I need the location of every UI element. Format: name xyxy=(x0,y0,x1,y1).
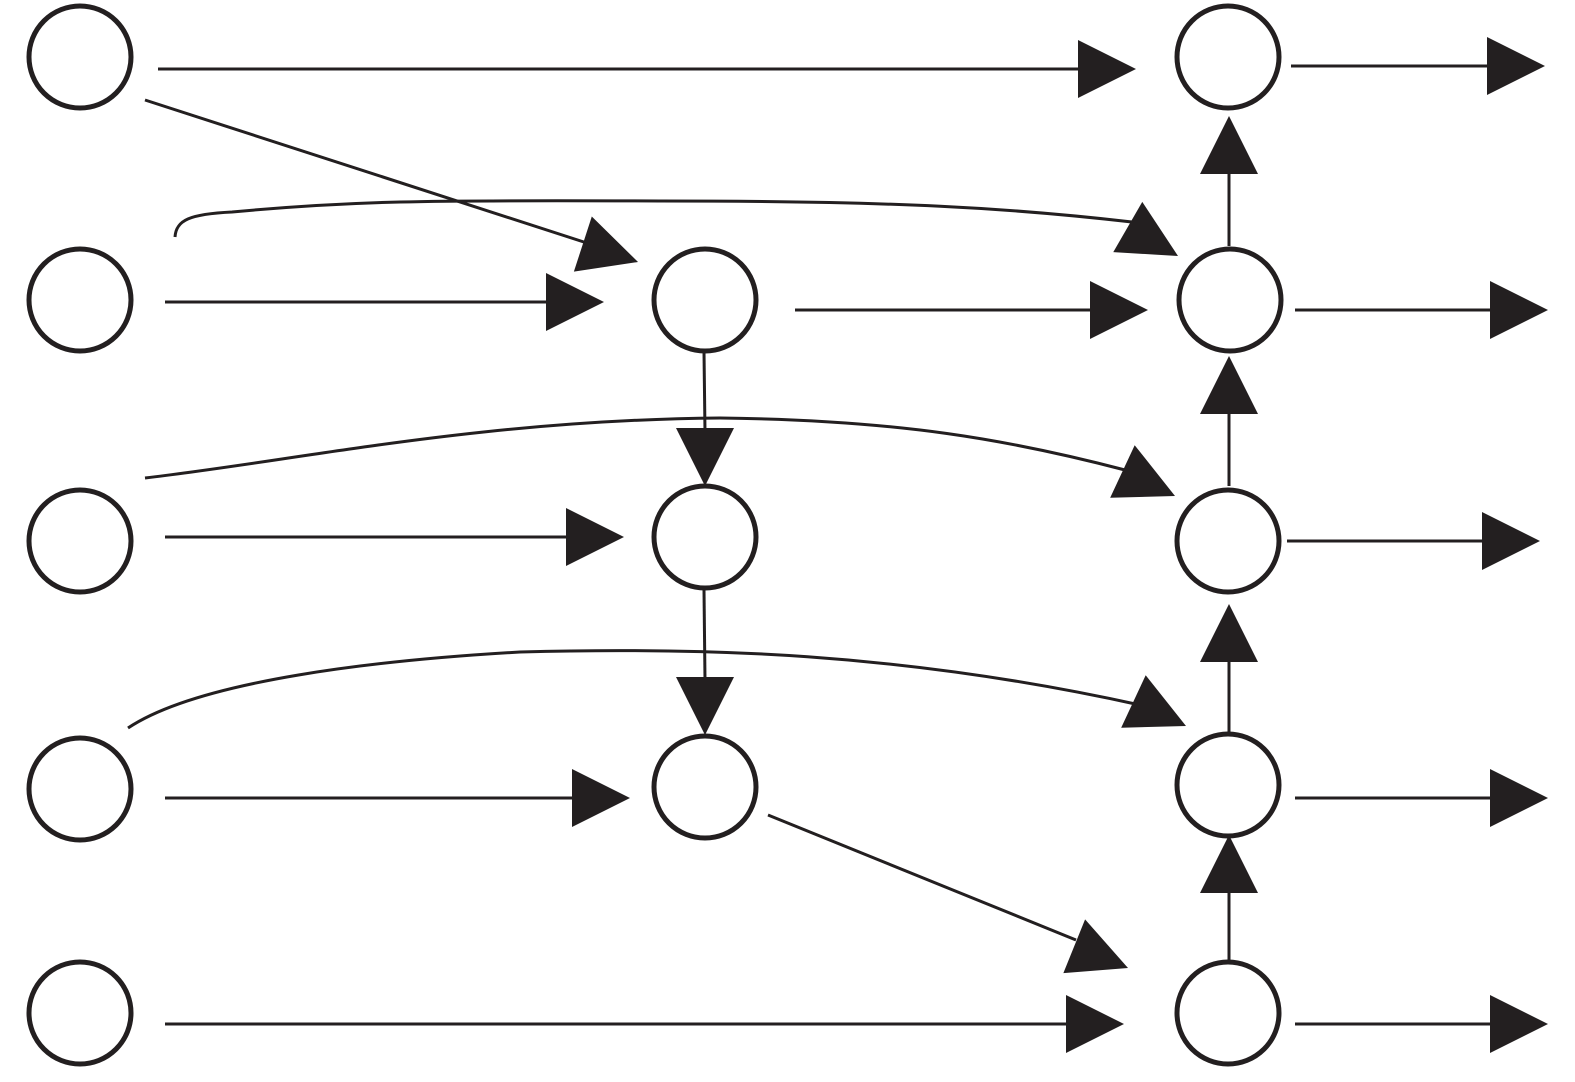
arrowhead-icon xyxy=(546,273,604,331)
arrowhead-icon xyxy=(566,508,624,566)
edge-a2-b2 xyxy=(165,273,604,331)
edge-c5-c4 xyxy=(1200,835,1258,962)
nodes-layer xyxy=(26,3,1284,1067)
edge-a4-b4 xyxy=(165,769,630,827)
node-input-a3 xyxy=(26,487,134,595)
edge-c4-c3 xyxy=(1200,604,1258,734)
arrowhead-icon xyxy=(676,428,734,486)
arrowhead-icon xyxy=(572,769,630,827)
edge-line xyxy=(173,199,1133,238)
edge-line xyxy=(144,416,1126,480)
edge-c3-c2 xyxy=(1200,356,1258,486)
arrowhead-icon xyxy=(1090,281,1148,339)
arrowhead-icon xyxy=(676,677,734,735)
arrowhead-icon xyxy=(1078,40,1136,98)
edge-a5-c5 xyxy=(165,995,1124,1053)
edge-line xyxy=(702,589,707,681)
node-input-a5 xyxy=(26,959,134,1067)
node-input-a4 xyxy=(26,735,134,843)
edge-line xyxy=(702,351,707,433)
arrowhead-icon xyxy=(573,216,638,272)
arrowhead-icon xyxy=(1063,919,1128,974)
edge-a1-b2 xyxy=(144,98,638,272)
node-middle-b2 xyxy=(651,246,759,354)
node-output-c5 xyxy=(1174,959,1282,1067)
arrowhead-icon xyxy=(1490,769,1548,827)
node-output-c1 xyxy=(1174,3,1282,111)
edge-c2-c1 xyxy=(1200,116,1258,246)
arrowhead-icon xyxy=(1487,37,1545,95)
arrowhead-icon xyxy=(1490,281,1548,339)
node-middle-b4 xyxy=(651,733,759,841)
node-output-c3 xyxy=(1174,487,1282,595)
edge-b2-c2 xyxy=(795,281,1148,339)
output-arrow-c2 xyxy=(1295,281,1548,339)
edge-b4-c5 xyxy=(767,813,1128,974)
arrowhead-icon xyxy=(1121,675,1186,728)
node-middle-b3 xyxy=(651,483,759,591)
node-output-c2 xyxy=(1176,246,1284,354)
output-arrow-c4 xyxy=(1295,769,1548,827)
edge-a4-c4 xyxy=(127,648,1186,730)
edge-a1-c1 xyxy=(158,40,1136,98)
arrowhead-icon xyxy=(1482,512,1540,570)
node-input-a2 xyxy=(26,246,134,354)
edge-b2-b3 xyxy=(676,351,734,486)
edge-line xyxy=(144,98,591,246)
output-arrow-c5 xyxy=(1295,995,1548,1053)
arrowhead-icon xyxy=(1200,356,1258,414)
edge-b3-b4 xyxy=(676,589,734,735)
arrowhead-icon xyxy=(1113,201,1178,256)
output-arrow-c3 xyxy=(1287,512,1540,570)
arrowhead-icon xyxy=(1200,604,1258,662)
edges-layer xyxy=(127,37,1548,1053)
node-output-c4 xyxy=(1174,731,1282,839)
edge-line xyxy=(767,813,1077,942)
edge-a2-c2 xyxy=(173,199,1178,256)
arrowhead-icon xyxy=(1200,835,1258,893)
arrowhead-icon xyxy=(1066,995,1124,1053)
arrowhead-icon xyxy=(1200,116,1258,174)
edge-line xyxy=(127,648,1141,730)
output-arrow-c1 xyxy=(1291,37,1545,95)
arrowhead-icon xyxy=(1110,445,1175,498)
node-input-a1 xyxy=(26,3,134,111)
edge-a3-c3 xyxy=(144,416,1175,498)
edge-a3-b3 xyxy=(165,508,624,566)
arrowhead-icon xyxy=(1490,995,1548,1053)
